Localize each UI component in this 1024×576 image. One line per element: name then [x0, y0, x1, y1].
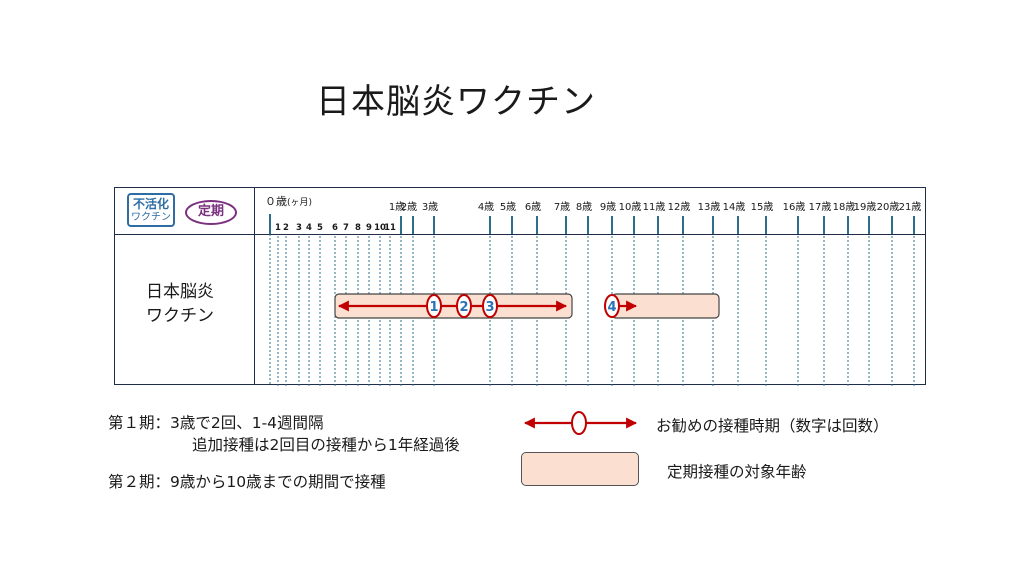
month-tick-label-11: 11: [384, 223, 396, 233]
month-tick-label-3: 3: [296, 223, 302, 233]
year-tick-label-6: 6歳: [525, 201, 541, 213]
month-tick-label-2: 2: [283, 223, 289, 233]
routine-vaccine-badge: 定期: [185, 200, 237, 225]
month-tick-label-7: 7: [343, 223, 349, 233]
year-tick-label-2: 2歳: [401, 201, 417, 213]
year-tick-label-3: 3歳: [422, 201, 438, 213]
year-tick-label-19: 19歳: [854, 201, 877, 213]
month-tick-label-4: 4: [306, 223, 312, 233]
label-column-divider: [254, 187, 255, 385]
badge-inactive-line1: 不活化: [132, 197, 169, 211]
year-tick-label-8: 8歳: [576, 201, 592, 213]
year-tick-label-14: 14歳: [723, 201, 746, 213]
year-tick-label-15: 15歳: [751, 201, 774, 213]
year-tick-label-5: 5歳: [500, 201, 516, 213]
age-zero-label: ０歳(ヶ月): [265, 193, 312, 209]
period1-line2: 追加接種は2回目の接種から1年経過後: [192, 436, 460, 454]
badge-inactive-line2: ワクチン: [131, 212, 171, 223]
year-tick-label-12: 12歳: [668, 201, 691, 213]
header-divider: [114, 234, 926, 235]
period1-line1: 第１期：3歳で2回、1-4週間隔: [108, 414, 324, 432]
vaccine-label-line2: ワクチン: [146, 306, 214, 326]
legend-routine-text: 定期接種の対象年齢: [667, 463, 807, 481]
page-title: 日本脳炎ワクチン: [316, 82, 596, 122]
year-tick-label-7: 7歳: [554, 201, 570, 213]
dose-marker-4: [604, 294, 620, 318]
year-tick-label-18: 18歳: [833, 201, 856, 213]
year-tick-label-17: 17歳: [809, 201, 832, 213]
year-tick-label-1: 1歳: [389, 201, 405, 213]
month-tick-label-1: 1: [275, 223, 281, 233]
schedule-chart-frame: [114, 187, 926, 385]
legend-routine-swatch: [521, 452, 639, 486]
dose-number-2: 2: [459, 300, 468, 315]
period1-note: 第１期：3歳で2回、1-4週間隔 追加接種は2回目の接種から1年経過後: [108, 412, 460, 456]
legend-dose-marker: [571, 411, 587, 435]
year-tick-label-20: 20歳: [877, 201, 900, 213]
year-tick-label-9: 9歳: [600, 201, 616, 213]
month-tick-label-5: 5: [317, 223, 323, 233]
vaccine-row-label: 日本脳炎 ワクチン: [140, 280, 220, 328]
year-tick-label-16: 16歳: [783, 201, 806, 213]
month-tick-label-8: 8: [355, 223, 361, 233]
month-unit-label: (ヶ月): [287, 198, 313, 208]
dose-number-4: 4: [607, 300, 616, 315]
dose-number-1: 1: [429, 300, 438, 315]
year-tick-label-13: 13歳: [698, 201, 721, 213]
year-tick-label-10: 10歳: [619, 201, 642, 213]
dose-marker-1: [426, 294, 442, 318]
year-tick-label-11: 11歳: [643, 201, 666, 213]
inactivated-vaccine-badge: 不活化 ワクチン: [127, 193, 175, 227]
dose-marker-2: [456, 294, 472, 318]
month-tick-label-9: 9: [366, 223, 372, 233]
month-tick-label-10: 10: [374, 223, 386, 233]
period2-note: 第２期：9歳から10歳までの期間で接種: [108, 473, 386, 491]
year-tick-label-4: 4歳: [478, 201, 494, 213]
year-tick-label-21: 21歳: [899, 201, 922, 213]
legend-recommended-text: お勧めの接種時期（数字は回数）: [656, 417, 889, 435]
age-zero-text: ０歳: [265, 195, 287, 208]
month-tick-label-6: 6: [332, 223, 338, 233]
dose-marker-3: [482, 294, 498, 318]
dose-number-3: 3: [485, 300, 494, 315]
vaccine-label-line1: 日本脳炎: [146, 282, 214, 302]
